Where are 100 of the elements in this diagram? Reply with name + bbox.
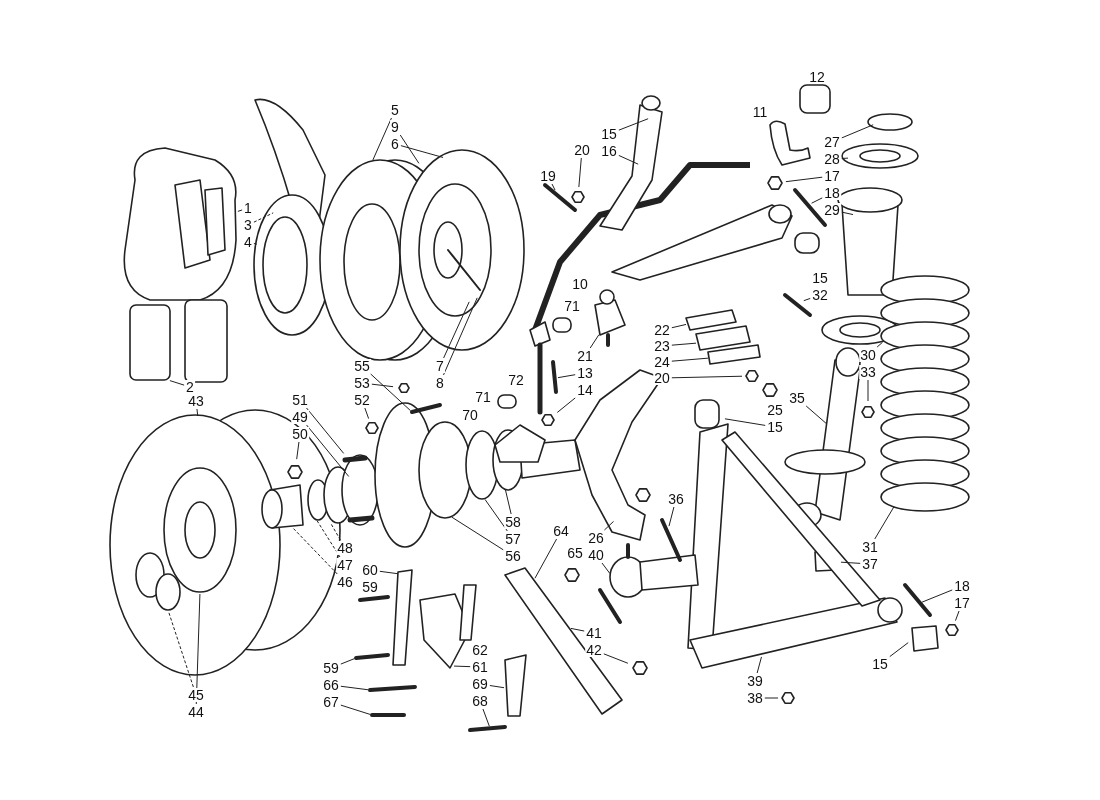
leader-line bbox=[453, 665, 471, 668]
leader-line bbox=[671, 342, 697, 346]
leader-line bbox=[482, 708, 490, 727]
callout-number: 51 bbox=[291, 393, 309, 407]
callout-number: 48 bbox=[336, 541, 354, 555]
callout-number: 28 bbox=[823, 152, 841, 166]
callout-number: 45 bbox=[187, 688, 205, 702]
callout-number: 12 bbox=[808, 70, 826, 84]
callout-number: 25 bbox=[766, 403, 784, 417]
callout-number: 53 bbox=[353, 376, 371, 390]
leader-line bbox=[330, 523, 341, 541]
leader-line bbox=[306, 407, 345, 454]
leader-line bbox=[841, 124, 874, 139]
leader-line bbox=[169, 380, 185, 386]
callout-number: 20 bbox=[653, 371, 671, 385]
callout-number: 70 bbox=[461, 408, 479, 422]
leader-line bbox=[618, 154, 639, 165]
leader-line bbox=[785, 176, 823, 183]
callout-number: 71 bbox=[563, 299, 581, 313]
leader-line bbox=[671, 357, 709, 362]
callout-number: 21 bbox=[576, 349, 594, 363]
leader-line bbox=[841, 211, 854, 216]
callout-number: 66 bbox=[322, 678, 340, 692]
leader-line bbox=[876, 341, 883, 348]
leader-line bbox=[196, 408, 199, 417]
leader-line bbox=[340, 685, 369, 691]
callout-number: 22 bbox=[653, 323, 671, 337]
leader-line bbox=[292, 527, 338, 575]
callout-number: 16 bbox=[600, 144, 618, 158]
leader-line bbox=[874, 506, 895, 540]
callout-number: 15 bbox=[766, 420, 784, 434]
callout-number: 61 bbox=[471, 660, 489, 674]
callout-number: 9 bbox=[390, 120, 400, 134]
leader-line bbox=[671, 375, 743, 379]
callout-number: 56 bbox=[504, 549, 522, 563]
callout-number: 3 bbox=[243, 218, 253, 232]
callout-number: 35 bbox=[788, 391, 806, 405]
callout-number: 10 bbox=[571, 277, 589, 291]
callout-number: 38 bbox=[746, 691, 764, 705]
callout-number: 13 bbox=[576, 366, 594, 380]
callout-number: 36 bbox=[667, 492, 685, 506]
leader-line bbox=[671, 323, 687, 329]
leader-line bbox=[253, 242, 259, 245]
leader-line bbox=[551, 183, 556, 191]
callout-number: 39 bbox=[746, 674, 764, 688]
leader-line bbox=[443, 301, 470, 359]
leader-line bbox=[504, 489, 512, 515]
callout-number: 18 bbox=[953, 579, 971, 593]
leader-line bbox=[589, 334, 600, 349]
callout-number: 33 bbox=[859, 365, 877, 379]
callout-number: 60 bbox=[361, 563, 379, 577]
leader-line bbox=[603, 653, 629, 664]
leader-line bbox=[379, 570, 399, 575]
callout-number: 29 bbox=[823, 203, 841, 217]
callout-number: 8 bbox=[435, 376, 445, 390]
callout-number: 23 bbox=[653, 339, 671, 353]
callout-number: 37 bbox=[861, 557, 879, 571]
leader-line bbox=[805, 405, 827, 425]
callout-number: 62 bbox=[471, 643, 489, 657]
leader-line bbox=[921, 589, 953, 603]
callout-number: 20 bbox=[573, 143, 591, 157]
leader-line bbox=[724, 418, 766, 426]
callout-number: 6 bbox=[390, 137, 400, 151]
leader-line bbox=[556, 397, 576, 413]
leader-line bbox=[534, 538, 558, 579]
callout-number: 27 bbox=[823, 135, 841, 149]
callout-number: 15 bbox=[600, 127, 618, 141]
leader-line bbox=[340, 658, 355, 665]
callout-number: 32 bbox=[811, 288, 829, 302]
leader-line bbox=[306, 424, 350, 477]
leader-line bbox=[668, 506, 675, 527]
callout-number: 67 bbox=[322, 695, 340, 709]
leader-line bbox=[371, 383, 394, 388]
callout-number: 72 bbox=[507, 373, 525, 387]
leader-line bbox=[867, 379, 869, 402]
callout-number: 43 bbox=[187, 394, 205, 408]
leader-line bbox=[443, 297, 478, 376]
leader-line bbox=[764, 697, 779, 699]
callout-number: 11 bbox=[751, 105, 769, 119]
callout-number: 57 bbox=[504, 532, 522, 546]
callout-number: 15 bbox=[871, 657, 889, 671]
leader-line bbox=[253, 212, 274, 223]
callout-number: 41 bbox=[585, 626, 603, 640]
leader-line bbox=[756, 656, 762, 674]
callout-number: 14 bbox=[576, 383, 594, 397]
callout-number: 1 bbox=[243, 201, 253, 215]
callout-number: 69 bbox=[471, 677, 489, 691]
callout-number: 17 bbox=[823, 169, 841, 183]
callout-number: 26 bbox=[587, 531, 605, 545]
callout-number: 30 bbox=[859, 348, 877, 362]
callout-number: 52 bbox=[353, 393, 371, 407]
callout-number: 49 bbox=[291, 410, 309, 424]
callout-number: 59 bbox=[322, 661, 340, 675]
leader-line bbox=[372, 117, 392, 161]
callout-number: 17 bbox=[953, 596, 971, 610]
callout-number: 65 bbox=[566, 546, 584, 560]
leader-line bbox=[296, 441, 300, 460]
callout-number: 24 bbox=[653, 355, 671, 369]
leader-line bbox=[618, 118, 649, 131]
callout-number: 46 bbox=[336, 575, 354, 589]
